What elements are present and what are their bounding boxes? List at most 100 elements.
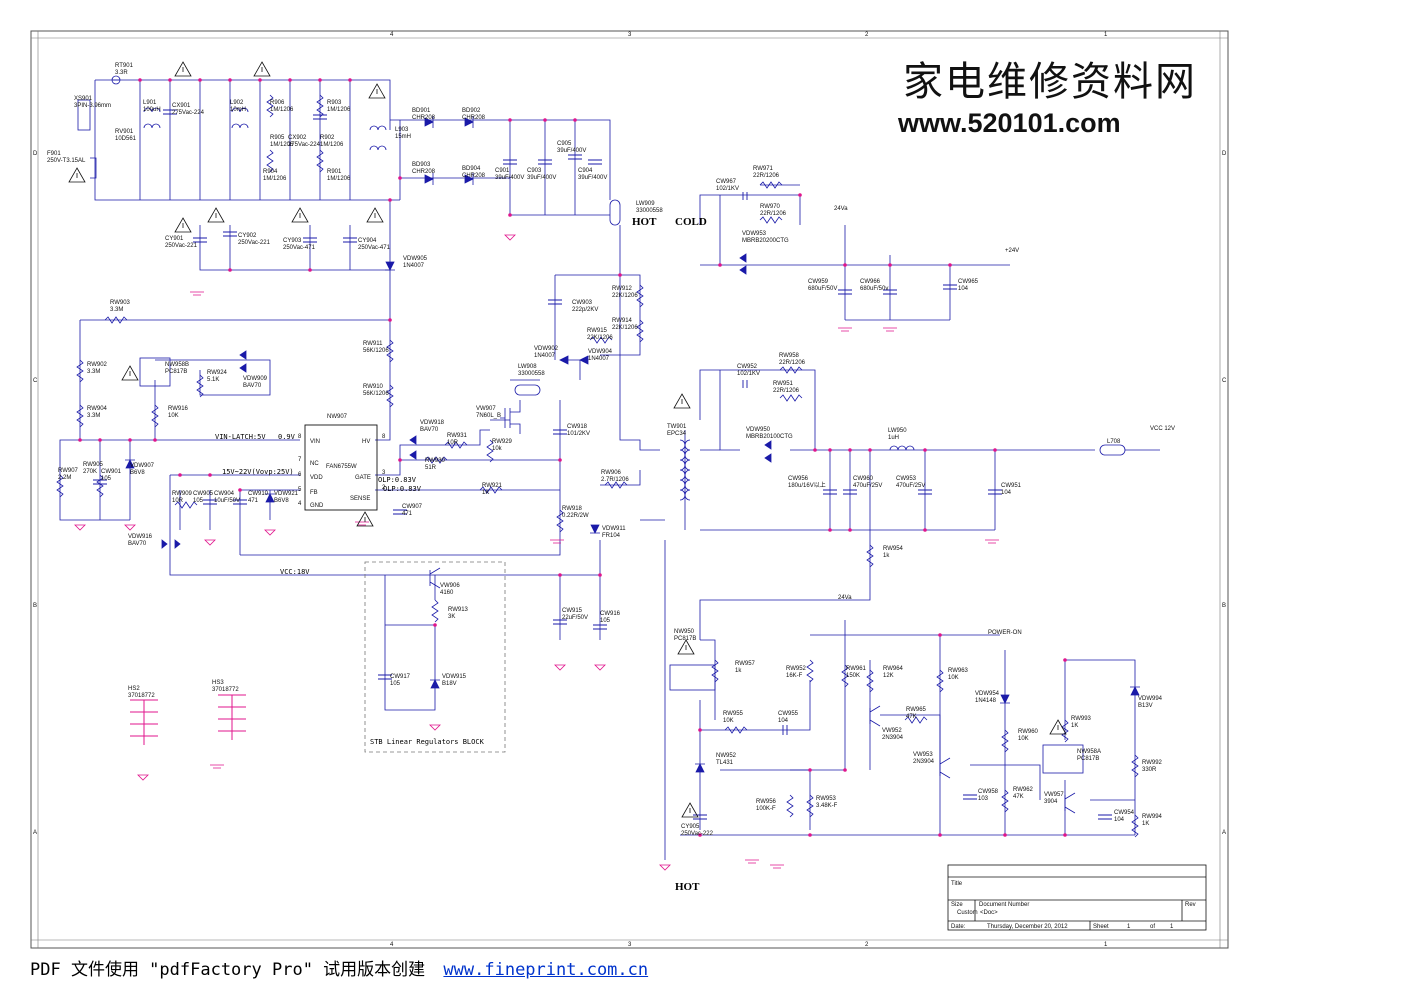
component-value: 56K/1206: [363, 348, 389, 354]
net-plus24: +24V: [1005, 248, 1019, 254]
component-ref: R903: [327, 100, 342, 106]
component-value: 104: [958, 286, 969, 292]
component-value: 1K: [1071, 723, 1078, 729]
component-value: FR104: [602, 533, 621, 539]
tb-sheet-label: Sheet: [1093, 924, 1109, 930]
net-olp2: OLP:0.83V: [383, 485, 422, 493]
component-value: 471: [248, 498, 259, 504]
component-ref: CY905: [681, 824, 700, 830]
schematic-sheet: 4 3 2 1 4 3 2 1 D C B A D C B A 家电维修资料网 …: [30, 30, 1229, 949]
component-ref: BD901: [412, 108, 431, 114]
zone-right-d: D: [1222, 151, 1227, 157]
capacitors: [93, 109, 1112, 820]
net-olp1: OLP:0.83V: [378, 476, 417, 484]
component-ref: RW992: [1142, 760, 1163, 766]
component-ref: VDW904: [588, 349, 613, 355]
component-value: 10K: [1018, 736, 1029, 742]
component-value: 3.3R: [115, 70, 128, 76]
component-value: 275Vac-224: [172, 110, 205, 116]
ic-pin-fb: FB: [310, 490, 318, 496]
region-hot-bottom: HOT: [675, 881, 700, 893]
component-value: 3.3M: [110, 307, 123, 313]
component-ref: CW953: [896, 476, 917, 482]
ic-pinnum-r1: 8: [382, 434, 386, 440]
component-value: 471: [402, 511, 413, 517]
component-value: 2N3904: [882, 735, 904, 741]
component-ref: VDW909: [243, 376, 268, 382]
component-ref: CW915: [562, 608, 583, 614]
component-ref: RW954: [883, 546, 904, 552]
tb-size-value: Custom: [957, 910, 978, 916]
component-ref: CW951: [1001, 483, 1022, 489]
component-value: 4160: [440, 590, 454, 596]
component-value: 2.7R/1206: [601, 477, 629, 483]
component-value: BAV70: [243, 383, 262, 389]
component-value: 105: [600, 618, 611, 624]
footer-link[interactable]: www.fineprint.com.cn: [443, 960, 649, 980]
component-ref: NW952: [716, 753, 737, 759]
tb-date-label: Date:: [951, 924, 966, 930]
component-labels: XS9013PIN-3.96mmF901250V-T3.15ALRT9013.3…: [47, 63, 1163, 837]
zone-top-4: 1: [1104, 32, 1108, 38]
component-value: 680uF/50V: [808, 286, 837, 292]
component-ref: R902: [320, 135, 335, 141]
component-ref: XS901: [74, 96, 93, 102]
component-ref: RW924: [207, 370, 228, 376]
watermark-title: 家电维修资料网: [903, 60, 1197, 104]
component-ref: TW901: [667, 424, 687, 430]
component-value: 250Vac-471: [358, 245, 391, 251]
component-ref: VDW916: [128, 534, 153, 540]
component-value: 1K: [482, 490, 489, 496]
component-value: 7N60L_B: [476, 413, 501, 419]
ic-pin-nc: NC: [310, 461, 319, 467]
tb-doc-value: <Doc>: [980, 910, 998, 916]
zone-bottom-1: 4: [390, 942, 394, 948]
tb-of-label: of: [1150, 924, 1155, 930]
tb-rev-label: Rev: [1185, 902, 1196, 908]
component-value: 47K: [1013, 794, 1024, 800]
component-value: 12K: [883, 673, 894, 679]
component-ref: CW910: [248, 491, 269, 497]
component-value: CHR208: [412, 115, 436, 121]
component-value: 3.3M: [87, 369, 100, 375]
component-value: 100K-F: [756, 806, 776, 812]
net-24va-1: 24Va: [834, 206, 848, 212]
ic-ref: NW907: [327, 414, 348, 420]
component-value: 250Vac-221: [165, 243, 198, 249]
component-value: 250Vac-222: [681, 831, 714, 837]
component-ref: R901: [327, 169, 342, 175]
component-ref: CW918: [567, 424, 588, 430]
net-vcc12: VCC 12V: [1150, 426, 1175, 432]
component-value: 222p/2KV: [572, 307, 598, 313]
wires: [59, 79, 1160, 860]
component-ref: CY902: [238, 233, 257, 239]
component-ref: CW904: [214, 491, 235, 497]
component-ref: L708: [1107, 439, 1121, 445]
component-ref: VDW915: [442, 674, 467, 680]
ground-symbols: [74, 234, 999, 871]
component-ref: RW964: [883, 666, 904, 672]
component-ref: RW957: [735, 661, 756, 667]
component-value: 275Vac-224: [288, 142, 321, 148]
component-value: 10mH: [230, 107, 246, 113]
ic-pinnum-2: 7: [298, 457, 302, 463]
component-ref: RW965: [906, 707, 927, 713]
component-value: BAV70: [128, 541, 147, 547]
component-ref: RW951: [773, 381, 794, 387]
component-value: 180u/16V以上: [788, 481, 826, 489]
tb-date-value: Thursday, December 20, 2012: [987, 924, 1068, 930]
footer-text: PDF 文件使用 "pdfFactory Pro" 试用版本创建: [30, 960, 426, 980]
component-ref: RW961: [846, 666, 867, 672]
net-vdd: 15V~22V(Vovp:25V): [222, 468, 294, 476]
component-ref: RW906: [601, 470, 622, 476]
component-ref: RW929: [492, 439, 513, 445]
component-value: 22K/1206: [612, 325, 638, 331]
component-ref: RW921: [482, 483, 503, 489]
ic-pin-gnd: GND: [310, 503, 324, 509]
component-value: 1N4007: [534, 353, 556, 359]
component-ref: CW903: [572, 300, 593, 306]
component-ref: VDW911: [602, 526, 626, 532]
ic-pin-vin: VIN: [310, 439, 320, 445]
component-ref: NW950: [674, 629, 695, 635]
tb-sheet-value: 1: [1127, 924, 1131, 930]
